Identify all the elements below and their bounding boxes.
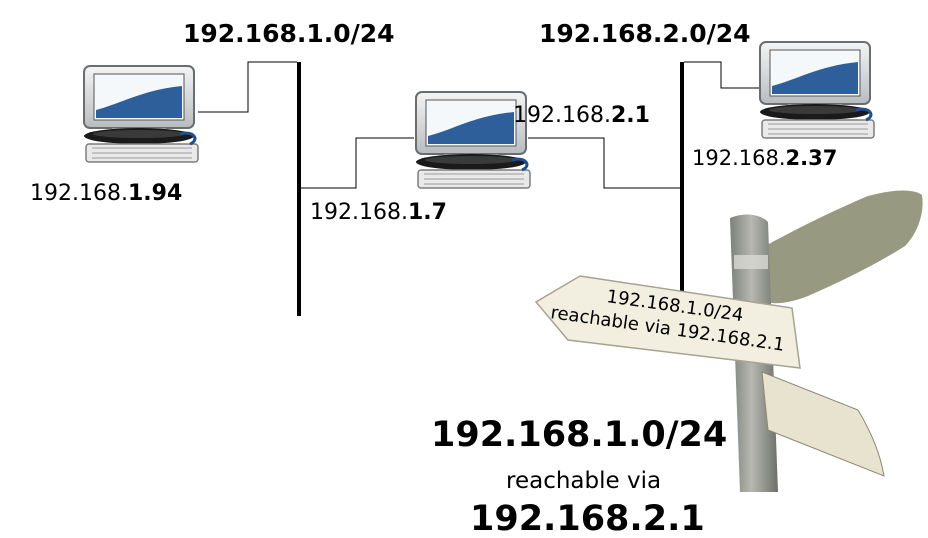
caption-middle: reachable via — [506, 468, 661, 494]
router-net1-ip: 192.168.1.7 — [310, 200, 447, 225]
computer-left-icon — [82, 64, 200, 164]
cable-right-host — [684, 61, 762, 89]
leaf-sign-upper — [758, 190, 923, 304]
right-host-ip: 192.168.2.37 — [692, 146, 837, 170]
pole-band — [734, 255, 768, 269]
cable-router-net2 — [528, 137, 680, 189]
router-net2-ip: 192.168.2.1 — [513, 103, 650, 128]
caption-network: 192.168.1.0/24 — [431, 415, 727, 455]
network-1-title: 192.168.1.0/24 — [183, 19, 395, 48]
caption-gateway: 192.168.2.1 — [470, 499, 705, 538]
cable-left-host — [198, 61, 297, 113]
network-2-title: 192.168.2.0/24 — [539, 19, 751, 48]
computer-right-icon — [758, 40, 876, 140]
sign-main — [534, 275, 801, 369]
left-host-ip: 192.168.1.94 — [30, 181, 182, 206]
cable-router-net1 — [301, 137, 414, 189]
sign-lower — [761, 371, 885, 477]
